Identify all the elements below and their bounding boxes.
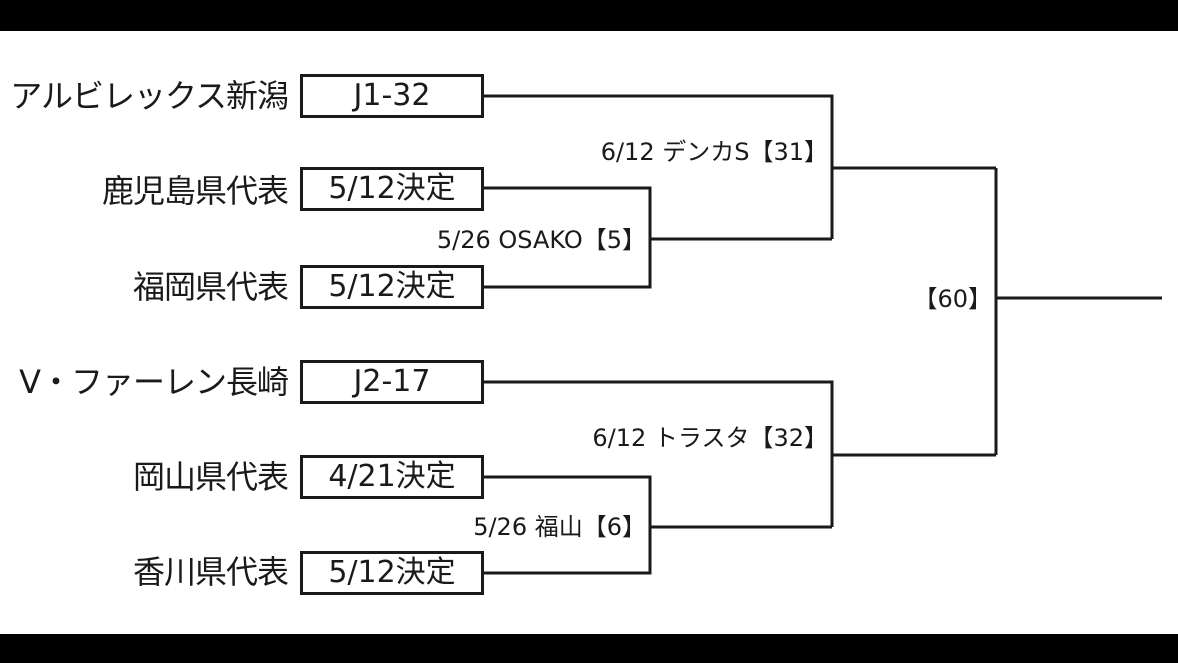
- match-label-top-round: 6/12 デンカS【31】: [600, 138, 828, 166]
- team-slot-box: 5/12決定: [300, 265, 484, 309]
- connector-line: [484, 94, 834, 239]
- team-name: V・ファーレン長崎: [19, 363, 289, 401]
- match-label-bottom-semi: 5/26 福山【6】: [473, 513, 646, 541]
- bracket-lines: [484, 94, 1162, 575]
- match-label-final: 【60】: [913, 285, 992, 313]
- team-slot-box: J2-17: [300, 360, 484, 404]
- team-name: 福岡県代表: [132, 268, 289, 306]
- team-slot-box: 5/12決定: [300, 167, 484, 211]
- team-slot-box: J1-32: [300, 74, 484, 118]
- connector-line: [484, 475, 652, 575]
- team-name: 岡山県代表: [132, 458, 289, 496]
- team-name: 香川県代表: [132, 553, 289, 591]
- team-slot-box: 5/12決定: [300, 551, 484, 595]
- team-name: 鹿児島県代表: [101, 172, 289, 210]
- team-slot-box: 4/21決定: [300, 455, 484, 499]
- team-name: アルビレックス新潟: [10, 77, 289, 115]
- match-label-bottom-round: 6/12 トラスタ【32】: [592, 424, 828, 452]
- connector-line: [484, 380, 834, 527]
- match-label-top-semi: 5/26 OSAKO【5】: [436, 226, 646, 254]
- bracket-canvas: アルビレックス新潟 J1-32 鹿児島県代表 5/12決定 福岡県代表 5/12…: [0, 31, 1178, 634]
